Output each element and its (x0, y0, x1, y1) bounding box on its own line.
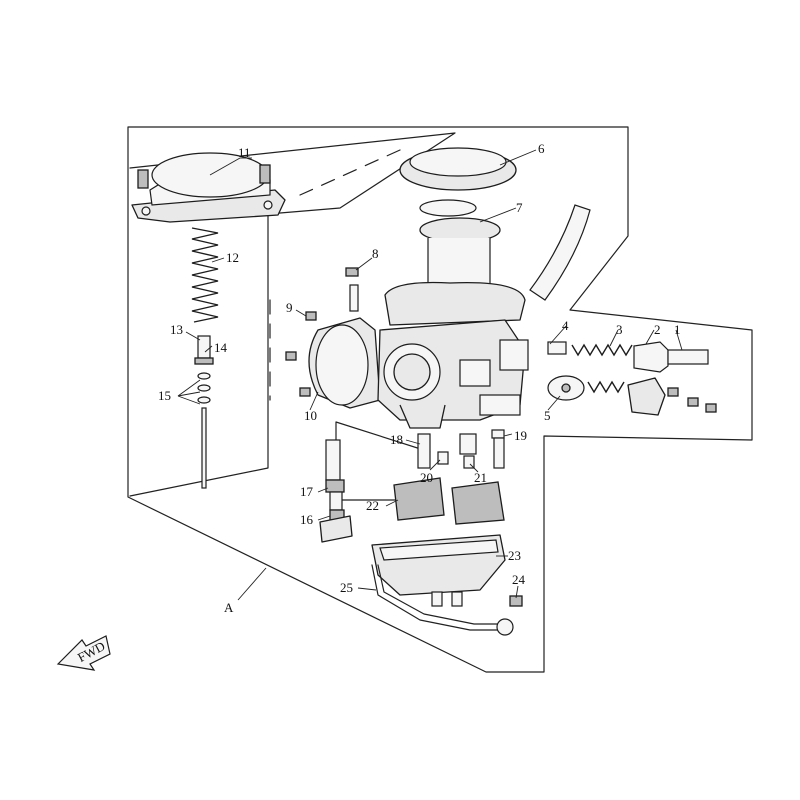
fwd-arrow-icon: FWD (56, 635, 111, 671)
callout-23: 23 (508, 548, 521, 563)
callout-16: 16 (300, 512, 314, 527)
leader-lines (177, 149, 683, 601)
callout-17: 17 (300, 484, 314, 499)
callout-2: 2 (654, 322, 661, 337)
cover-screws-part-9-10 (285, 311, 317, 397)
needle-part-15 (197, 372, 211, 489)
callouts: 11 6 7 12 8 9 13 14 4 3 2 1 15 10 5 18 1… (158, 141, 681, 615)
jets-part-18-21 (417, 429, 505, 469)
callout-21: 21 (474, 470, 487, 485)
float-bowl-part-23 (371, 534, 506, 607)
needle-spring-part-3-4 (547, 341, 633, 357)
callout-15: 15 (158, 388, 171, 403)
callout-7: 7 (516, 200, 523, 215)
callout-9: 9 (286, 300, 293, 315)
callout-13: 13 (170, 322, 183, 337)
diaphragm-part-6 (399, 147, 517, 191)
callout-8: 8 (372, 246, 379, 261)
callout-11: 11 (238, 145, 251, 160)
callout-1: 1 (674, 322, 681, 337)
screw-part-8 (345, 267, 359, 312)
callout-4: 4 (562, 318, 569, 333)
top-cover-part-11 (131, 152, 286, 223)
callout-3: 3 (616, 322, 623, 337)
callout-19: 19 (514, 428, 527, 443)
callout-12: 12 (226, 250, 239, 265)
washer-part-5 (547, 375, 625, 401)
float-part-22 (393, 477, 505, 525)
fitting-part-1-2 (633, 341, 709, 373)
callout-5: 5 (544, 408, 551, 423)
needle-holder-part-13-14 (194, 335, 214, 365)
spring-part-12 (191, 227, 219, 323)
callout-14: 14 (214, 340, 228, 355)
callout-24: 24 (512, 572, 526, 587)
drain-hose-part-25 (371, 564, 514, 636)
callout-22: 22 (366, 498, 379, 513)
callout-6: 6 (538, 141, 545, 156)
left-group-frame (129, 132, 456, 497)
callout-20: 20 (420, 470, 433, 485)
callout-25: 25 (340, 580, 353, 595)
callout-A: A (224, 600, 234, 615)
callout-10: 10 (304, 408, 317, 423)
piston-part-7 (419, 199, 501, 291)
assembly-outline (127, 126, 753, 673)
carburetor-body (308, 281, 529, 429)
vent-hose (529, 204, 591, 301)
dashed-link (299, 149, 401, 196)
float-needle-part-16-17 (319, 439, 353, 543)
right-cover (627, 377, 717, 416)
callout-18: 18 (390, 432, 403, 447)
